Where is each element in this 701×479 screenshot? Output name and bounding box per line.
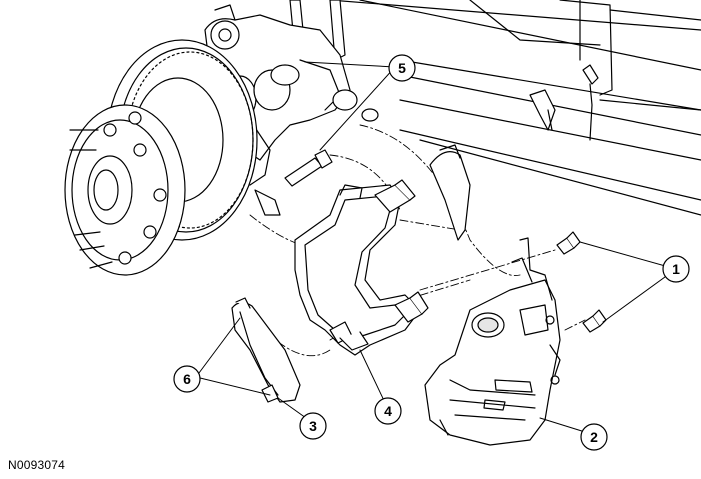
callout-2-label: 2 [590, 429, 598, 445]
caliper-anchor-bracket [294, 179, 429, 356]
slide-pin-upper [284, 149, 333, 187]
callout-3-label: 3 [309, 418, 317, 434]
callout-6-label: 6 [183, 371, 191, 387]
callout-1: 1 [662, 255, 690, 283]
callout-5-label: 5 [398, 60, 406, 76]
figure-id: N0093074 [8, 458, 65, 472]
callout-6: 6 [173, 365, 201, 393]
caliper-bolt-lower [582, 309, 607, 333]
outer-brake-pad [231, 297, 301, 403]
callout-3: 3 [299, 412, 327, 440]
callout-4: 4 [374, 397, 402, 425]
caliper-bolt-upper [556, 231, 581, 255]
callout-2: 2 [580, 423, 608, 451]
wheel-hub [64, 104, 186, 276]
callout-1-label: 1 [672, 261, 680, 277]
inner-brake-pad [429, 144, 471, 241]
frame-rail [329, 0, 701, 216]
callout-4-label: 4 [384, 403, 392, 419]
brake-line-bracket [529, 64, 599, 141]
brake-caliper [424, 237, 561, 446]
callout-5: 5 [388, 54, 416, 82]
